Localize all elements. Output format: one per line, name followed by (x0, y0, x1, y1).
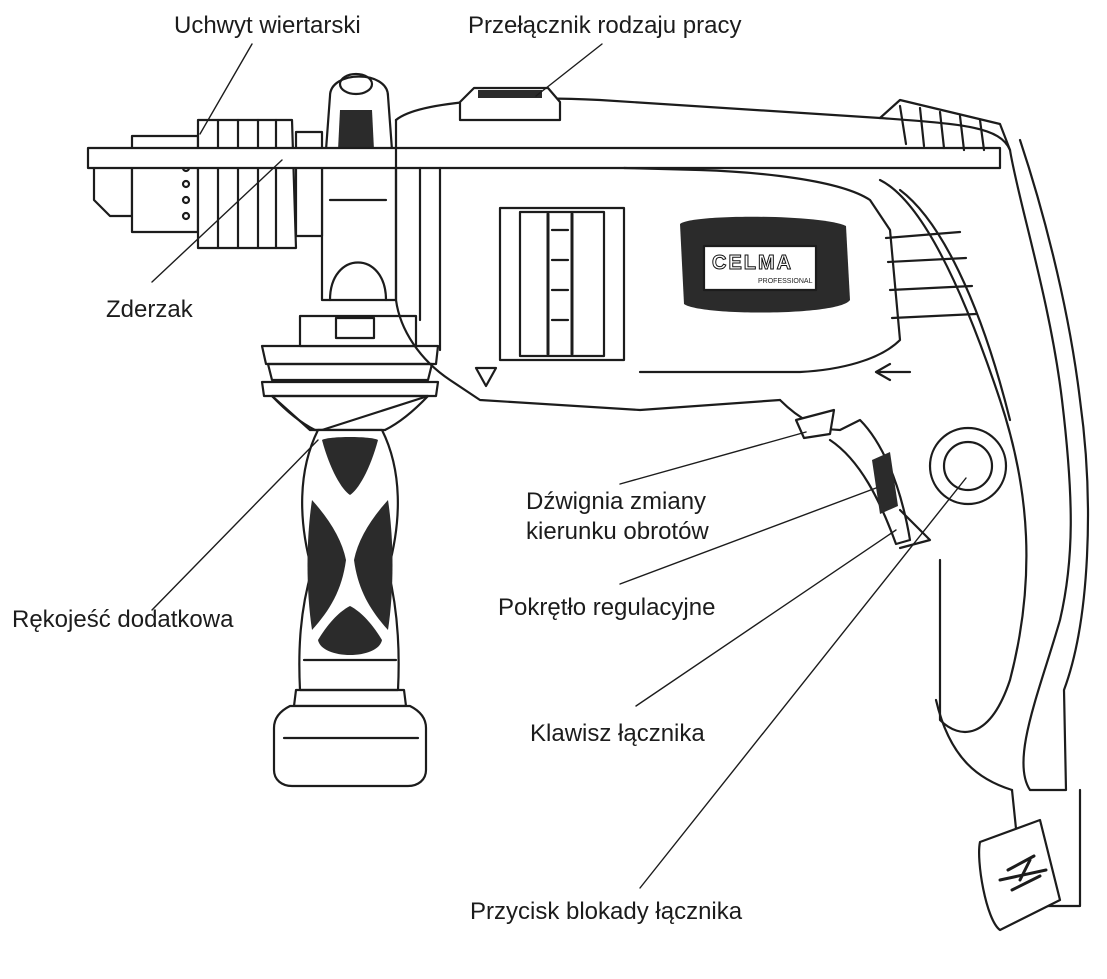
depth-stop-rod (86, 146, 1002, 170)
auxiliary-handle (260, 344, 440, 788)
leader-direction-lever (619, 431, 807, 485)
leader-chuck (199, 43, 253, 135)
leader-speed-knob (619, 487, 877, 585)
label-speed-knob: Pokrętło regulacyjne (498, 594, 716, 621)
leader-lock-button (639, 477, 967, 889)
brand-tagline: PROFESSIONAL (758, 278, 813, 285)
label-mode-switch: Przełącznik rodzaju pracy (468, 12, 742, 39)
leader-trigger (635, 529, 897, 707)
leader-lines (151, 43, 967, 889)
label-direction-lever-line2: kierunku obrotów (526, 518, 709, 545)
leader-mode-switch (535, 43, 603, 97)
leader-depth-stop (151, 159, 283, 283)
handle-clamp (298, 72, 418, 348)
label-trigger: Klawisz łącznika (530, 720, 705, 747)
label-chuck: Uchwyt wiertarski (174, 12, 361, 39)
label-direction-lever-line1: Dźwignia zmiany (526, 488, 707, 515)
drill-body (394, 86, 1090, 932)
label-aux-handle: Rękojeść dodatkowa (12, 606, 234, 633)
label-depth-stop: Zderzak (106, 296, 193, 323)
leader-aux-handle (151, 439, 319, 611)
brand-logo: CELMA (711, 252, 794, 275)
label-lock-button: Przycisk blokady łącznika (470, 898, 743, 925)
